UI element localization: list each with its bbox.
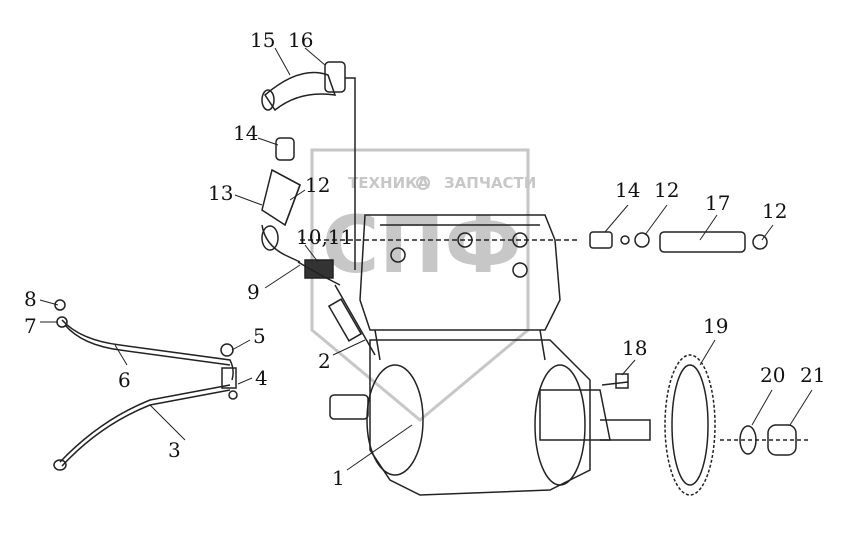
callout-2: 2	[318, 349, 331, 373]
callout-8: 8	[24, 287, 37, 311]
clamp-part-12-right	[634, 232, 650, 248]
watermark-text-right: ЗАПЧАСТИ	[444, 174, 536, 192]
callout-18: 18	[622, 336, 647, 360]
callout-12-middle: 12	[654, 178, 679, 202]
callout-10-11: 10,11	[296, 225, 353, 249]
watermark-text-left: ТЕХНИКА	[348, 174, 429, 192]
tube-part-3	[59, 384, 231, 463]
callout-labels: 1 2 3 4 5 6 7 8 9 10,11 12 12 12 13 14 1…	[24, 28, 825, 490]
leader-lines	[39, 47, 813, 471]
compressor-front-flange	[366, 364, 424, 476]
callout-5: 5	[253, 324, 266, 348]
hose-part-17	[659, 231, 746, 253]
callout-13: 13	[208, 181, 233, 205]
callout-9: 9	[247, 280, 260, 304]
compressor-crankcase	[369, 339, 591, 496]
callout-3: 3	[168, 438, 181, 462]
parts-linework	[53, 61, 810, 496]
watermark-logo: ТЕХНИКА ЗАПЧАСТИ СПФ	[310, 148, 536, 422]
bolt-part-18	[601, 381, 629, 386]
callout-16: 16	[288, 28, 313, 52]
gear-icon	[416, 176, 430, 190]
callout-17: 17	[705, 191, 730, 215]
tube-part-6	[61, 319, 234, 381]
callout-1: 1	[332, 466, 345, 490]
hose-part-15	[264, 71, 337, 112]
filter-part-10	[304, 259, 334, 279]
gear-part-19	[664, 354, 716, 496]
bolt-part-5	[220, 343, 234, 357]
nut-part-14-right	[589, 231, 613, 249]
callout-14-right: 14	[615, 178, 640, 202]
callout-20: 20	[760, 363, 785, 387]
nut-part-14	[275, 137, 295, 161]
callout-19: 19	[703, 314, 728, 338]
fitting-part-4	[221, 367, 237, 389]
callout-14-left: 14	[233, 121, 258, 145]
fitting-part-16	[324, 61, 346, 93]
callout-7: 7	[24, 314, 37, 338]
callout-4: 4	[255, 366, 268, 390]
washer-part-7	[56, 316, 68, 328]
compressor-head	[359, 214, 561, 331]
callout-6: 6	[118, 368, 131, 392]
callout-15: 15	[250, 28, 275, 52]
callout-21: 21	[800, 363, 825, 387]
clamp-part-12-far-right	[752, 234, 768, 250]
fitting-part-8	[54, 299, 66, 311]
callout-12-left: 12	[305, 173, 330, 197]
shaft-spline-end	[329, 394, 369, 420]
nut-part-21	[767, 424, 797, 456]
callout-12-right: 12	[762, 199, 787, 223]
